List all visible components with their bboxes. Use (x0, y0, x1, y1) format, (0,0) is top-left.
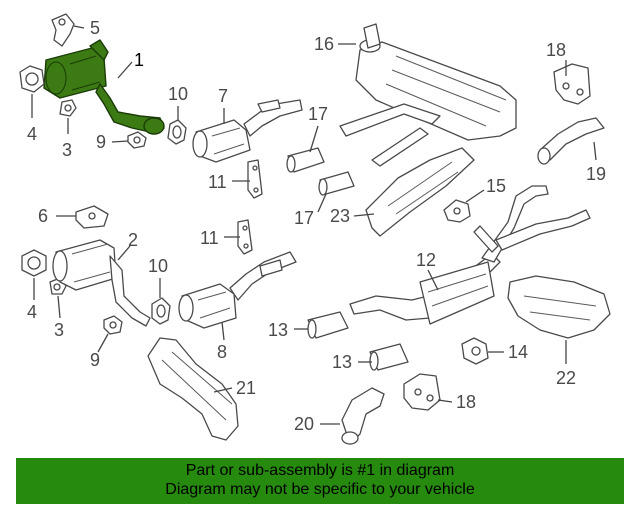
part-3-nut-top[interactable] (59, 99, 77, 117)
callout-10-top[interactable]: 10 (168, 84, 188, 104)
notice-line-1: Part or sub-assembly is #1 in diagram (185, 462, 455, 479)
part-23-heat-shield[interactable] (365, 147, 475, 237)
callout-labels: 1 5 4 3 9 10 7 11 16 18 19 17 17 23 15 6… (27, 18, 606, 434)
callout-21[interactable]: 21 (236, 378, 256, 398)
part-7-catalytic-converter[interactable] (192, 99, 303, 163)
callout-9-top[interactable]: 9 (96, 132, 106, 152)
part-4-gasket-top[interactable] (19, 65, 45, 93)
callout-20[interactable]: 20 (294, 414, 314, 434)
callout-8[interactable]: 8 (217, 342, 227, 362)
callout-18-lower[interactable]: 18 (456, 392, 476, 412)
callout-14[interactable]: 14 (508, 342, 528, 362)
part-6-bracket[interactable] (75, 205, 109, 229)
part-14-hanger[interactable] (461, 337, 489, 365)
part-2-catalytic-converter[interactable] (52, 239, 151, 327)
notice-banner: Part or sub-assembly is #1 in diagram Di… (16, 458, 624, 504)
part-21-heat-shield[interactable] (147, 337, 239, 441)
part-5-bracket[interactable] (51, 13, 75, 47)
callout-4-lower[interactable]: 4 (27, 302, 37, 322)
callout-2[interactable]: 2 (128, 230, 138, 250)
callout-3-top[interactable]: 3 (62, 140, 72, 160)
part-15-hanger[interactable] (443, 199, 471, 223)
callout-23[interactable]: 23 (330, 206, 350, 226)
part-4-gasket-lower[interactable] (21, 249, 47, 277)
notice-line-2: Diagram may not be specific to your vehi… (165, 481, 475, 498)
callout-10-lower[interactable]: 10 (148, 256, 168, 276)
callout-11-lower[interactable]: 11 (200, 228, 219, 248)
part-20-pipe[interactable] (341, 387, 385, 445)
part-11-bracket-lower[interactable] (237, 219, 253, 255)
callout-18-top[interactable]: 18 (546, 40, 566, 60)
part-19-pipe[interactable] (537, 117, 605, 165)
part-12-center-pipe[interactable] (349, 185, 591, 325)
callout-6[interactable]: 6 (38, 206, 48, 226)
callout-12[interactable]: 12 (416, 250, 436, 270)
part-8-catalytic-converter[interactable] (178, 251, 297, 329)
part-22-heat-shield[interactable] (507, 275, 611, 339)
callout-1[interactable]: 1 (134, 50, 144, 70)
callout-17-lower[interactable]: 17 (294, 208, 314, 228)
callout-7[interactable]: 7 (218, 86, 228, 106)
part-17-clamp-upper[interactable] (286, 147, 355, 196)
callout-11-top[interactable]: 11 (208, 172, 227, 192)
part-16-rear-muffler[interactable] (339, 23, 517, 167)
callout-3-lower[interactable]: 3 (54, 320, 64, 340)
leader-lines (31, 25, 597, 425)
callout-15[interactable]: 15 (486, 176, 506, 196)
part-1-catalytic-converter[interactable] (43, 39, 165, 135)
callout-4-top[interactable]: 4 (27, 124, 37, 144)
callout-5[interactable]: 5 (90, 18, 100, 38)
callout-13-lower[interactable]: 13 (332, 352, 352, 372)
part-18-bracket-lower[interactable] (403, 373, 441, 411)
callout-13-upper[interactable]: 13 (268, 320, 288, 340)
part-9-nut-top[interactable] (127, 131, 147, 149)
part-11-bracket-top[interactable] (247, 159, 263, 199)
callout-19[interactable]: 19 (586, 164, 606, 184)
part-10-gasket-lower[interactable] (151, 297, 171, 325)
part-9-nut-lower[interactable] (103, 315, 123, 335)
callout-17-upper[interactable]: 17 (308, 104, 328, 124)
callout-16[interactable]: 16 (314, 34, 334, 54)
callout-9-lower[interactable]: 9 (90, 350, 100, 370)
part-10-gasket-top[interactable] (167, 119, 187, 145)
part-18-bracket-top[interactable] (553, 63, 591, 105)
part-13-clamps[interactable] (307, 311, 409, 371)
callout-22[interactable]: 22 (556, 368, 576, 388)
